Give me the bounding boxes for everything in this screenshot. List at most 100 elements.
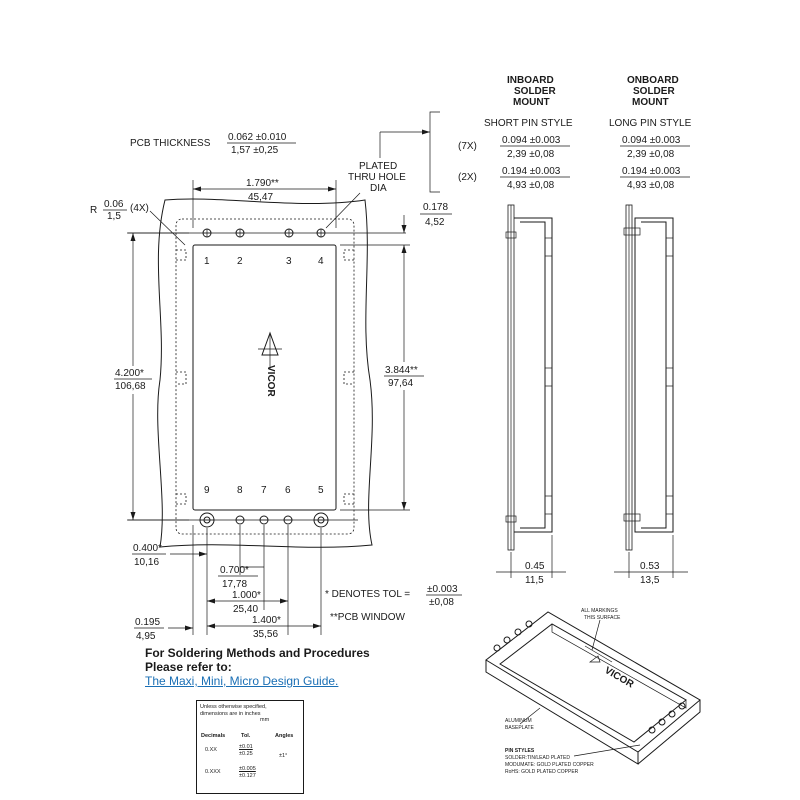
pin-style-leader bbox=[573, 744, 641, 757]
pin-style-3: RoHS: GOLD PLATED COPPER bbox=[505, 769, 579, 775]
tol-col-tol: Tol. bbox=[241, 733, 251, 739]
reference-line1: For Soldering Methods and Procedures bbox=[145, 646, 370, 660]
tol-header-1: Unless otherwise specified, bbox=[200, 704, 267, 710]
tol-row1-mm: ±0.25 bbox=[239, 751, 253, 757]
dim-0400-mm: 10,16 bbox=[134, 557, 159, 568]
vicor-logo-mark bbox=[258, 331, 282, 370]
top-offset-inch: 0.178 bbox=[423, 202, 448, 213]
tolerance-table: Unless otherwise specified, dimensions a… bbox=[196, 700, 304, 794]
module-outline bbox=[192, 244, 337, 511]
tol-row2-in: ±0.005 bbox=[239, 766, 256, 772]
width-mm: 45,47 bbox=[248, 192, 273, 203]
all-markings-1: ALL MARKINGS bbox=[581, 608, 618, 614]
tol-row2-dec: 0.XXX bbox=[205, 769, 221, 775]
bracket bbox=[429, 111, 440, 193]
inboard-title-3: MOUNT bbox=[513, 97, 550, 108]
arrow-head bbox=[207, 623, 215, 629]
arrow-head bbox=[401, 245, 407, 253]
pcb-thickness-label: PCB THICKNESS bbox=[130, 138, 211, 149]
inner-height-inch: 3.844** bbox=[385, 365, 418, 376]
top-offset-mm: 4,52 bbox=[425, 217, 445, 228]
dim-0400-inch: 0.400* bbox=[133, 543, 162, 554]
tol-row2-mm: ±0.127 bbox=[239, 773, 256, 779]
pin-label-7: 7 bbox=[261, 485, 267, 496]
dim-0195-mm: 4,95 bbox=[136, 631, 156, 642]
pin-label-3: 3 bbox=[286, 256, 292, 267]
qty-7x: (7X) bbox=[458, 141, 477, 152]
baseplate-2: BASEPLATE bbox=[505, 725, 534, 731]
bottom-pins bbox=[199, 512, 329, 528]
inboard-dim-inch: 0.45 bbox=[525, 561, 545, 572]
plated-hole-line2: THRU HOLE bbox=[348, 172, 406, 183]
onboard-style: LONG PIN STYLE bbox=[609, 118, 692, 129]
arrow-head bbox=[199, 551, 207, 557]
arrow-head bbox=[185, 625, 193, 631]
tol-col-angles: Angles bbox=[275, 733, 294, 739]
isometric-module-view bbox=[485, 611, 701, 765]
baseplate-1: ALUMINUM bbox=[505, 718, 532, 724]
tol-note-prefix: * DENOTES TOL = bbox=[325, 589, 410, 600]
tol-row1-angle: ±1° bbox=[279, 753, 288, 759]
plated-hole-line3: DIA bbox=[370, 183, 387, 194]
vicor-logo-text: VICOR bbox=[265, 365, 276, 397]
pin-label-2: 2 bbox=[237, 256, 243, 267]
soldering-reference: For Soldering Methods and Procedures Ple… bbox=[145, 646, 405, 688]
pcb-thickness-inch: 0.062 ±0.010 bbox=[228, 132, 287, 143]
qty-2x: (2X) bbox=[458, 172, 477, 183]
inboard-title-1: INBOARD bbox=[507, 75, 554, 86]
radius-leader bbox=[149, 210, 186, 246]
tol-header-2: dimensions are in inches bbox=[200, 710, 261, 717]
notches bbox=[176, 249, 354, 505]
inboard-r2-inch: 0.194 ±0.003 bbox=[502, 166, 561, 177]
pin-styles-title: PIN STYLES bbox=[505, 748, 535, 754]
pcb-window-note: **PCB WINDOW bbox=[330, 612, 406, 623]
inboard-r1-mm: 2,39 ±0,08 bbox=[507, 149, 555, 160]
design-guide-link[interactable]: The Maxi, Mini, Micro Design Guide. bbox=[145, 674, 339, 688]
pin-style-2: MODUMATE: GOLD PLATED COPPER bbox=[505, 762, 594, 768]
tol-col-decimals: Decimals bbox=[201, 733, 226, 739]
arrow-head bbox=[328, 186, 336, 192]
dim-1000-inch: 1.000* bbox=[232, 590, 261, 601]
arrow-head bbox=[313, 623, 321, 629]
height-inch: 4.200* bbox=[115, 368, 144, 379]
top-pins bbox=[202, 228, 326, 238]
inner-height-mm: 97,64 bbox=[388, 378, 413, 389]
arrow-head bbox=[207, 598, 215, 604]
radius-qty: (4X) bbox=[130, 203, 149, 214]
onboard-title-1: ONBOARD bbox=[627, 75, 679, 86]
arrow-head bbox=[401, 502, 407, 510]
arrow-head bbox=[422, 129, 430, 135]
onboard-side-view bbox=[623, 204, 674, 551]
pin-extension-lines bbox=[192, 525, 322, 635]
tol-row1-in: ±0.01 bbox=[239, 744, 253, 750]
height-mm: 106,68 bbox=[115, 381, 146, 392]
onboard-dim-mm: 13,5 bbox=[640, 575, 660, 586]
inboard-r2-mm: 4,93 ±0,08 bbox=[507, 180, 555, 191]
onboard-dim-inch: 0.53 bbox=[640, 561, 660, 572]
pin-label-6: 6 bbox=[285, 485, 291, 496]
dim-0700-mm: 17,78 bbox=[222, 579, 247, 590]
all-markings-2: THIS SURFACE bbox=[584, 615, 621, 621]
pcb-thickness-mm: 1,57 ±0,25 bbox=[231, 145, 279, 156]
pin-style-1: SOLDER:TIN/LEAD PLATED bbox=[505, 755, 570, 761]
tol-note-mm: ±0,08 bbox=[429, 597, 454, 608]
onboard-title-3: MOUNT bbox=[632, 97, 669, 108]
radius-mm: 1,5 bbox=[107, 211, 121, 222]
pin-label-5: 5 bbox=[318, 485, 324, 496]
inboard-dim-mm: 11,5 bbox=[525, 575, 544, 586]
onboard-r1-inch: 0.094 ±0.003 bbox=[622, 135, 681, 146]
plated-hole-line1: PLATED bbox=[359, 161, 397, 172]
plated-hole-leader bbox=[325, 192, 361, 229]
radius-prefix: R bbox=[90, 205, 97, 216]
arrow-head bbox=[193, 186, 201, 192]
arrow-head bbox=[401, 225, 407, 233]
inboard-style: SHORT PIN STYLE bbox=[484, 118, 573, 129]
onboard-r2-mm: 4,93 ±0,08 bbox=[627, 180, 675, 191]
onboard-title-2: SOLDER bbox=[633, 86, 675, 97]
onboard-r1-mm: 2,39 ±0,08 bbox=[627, 149, 675, 160]
inboard-side-view bbox=[505, 204, 553, 551]
label-bg bbox=[112, 366, 156, 394]
pin-label-8: 8 bbox=[237, 485, 243, 496]
pin-label-9: 9 bbox=[204, 485, 210, 496]
